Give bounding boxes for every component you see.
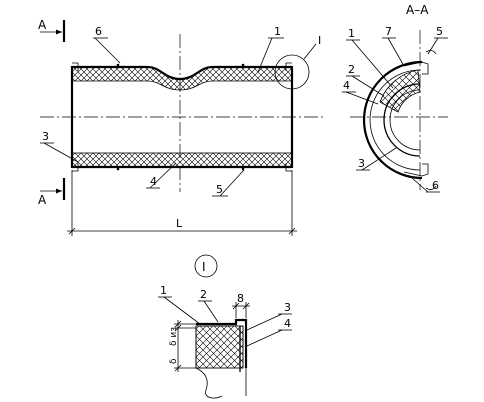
callout-section-5: 5: [436, 25, 443, 38]
flange-tab-tl: [72, 62, 79, 71]
flange-tab-br: [285, 163, 292, 172]
flange-tab-bl: [72, 163, 79, 172]
section-view: A–A 1 2 4 7 5 3: [342, 3, 448, 193]
callout-1-leader: [257, 37, 273, 73]
detail-i-ref: I: [318, 34, 321, 47]
section-clamp-top: [403, 61, 429, 75]
callout-main-1: 1: [274, 25, 281, 38]
sec-callout-7-leader: [387, 37, 405, 67]
cut-arrowhead-top: [56, 29, 62, 35]
callout-section-2: 2: [348, 63, 355, 76]
section-outer-cover: [362, 60, 423, 180]
cut-label-bottom: A: [38, 193, 47, 207]
callout-6-leader: [219, 169, 245, 197]
sec-callout-6-leader: [411, 177, 429, 193]
detail-i-circle: [274, 54, 310, 90]
dim-top-8: 8: [237, 292, 244, 305]
cut-arrowhead-bottom: [56, 188, 62, 194]
main-view: I L A A 6 1 3 4 5: [38, 18, 326, 236]
detail-insulation: [195, 325, 244, 369]
callout-main-6: 5: [216, 183, 223, 196]
dim-8-tick-left: [232, 302, 240, 310]
detail-cover-sheet: [196, 318, 248, 368]
dim-side-tick-2: [174, 324, 182, 332]
dim-side-delta: δ: [169, 358, 179, 364]
dim-8-tick-right: [242, 302, 250, 310]
section-insulation: [379, 69, 421, 113]
dim-l-tick-right: [288, 227, 296, 235]
detail-break-line: [195, 367, 223, 399]
callout-section-1: 1: [348, 27, 355, 40]
detail-view: I 8 δ из δ 1 2 3: [158, 254, 292, 399]
callout-detail-4: 4: [284, 317, 291, 330]
callout-section-7: 7: [385, 25, 392, 38]
rivet-bottom-right: [241, 167, 245, 171]
callout-section-3: 3: [358, 157, 365, 170]
sec-callout-4-leader: [345, 91, 379, 105]
detail-title: I: [202, 260, 206, 274]
callout-section-4: 4: [343, 79, 350, 92]
rivet-top-right: [241, 63, 245, 67]
callout-5-leader: [94, 37, 121, 64]
callout-detail-3: 3: [284, 301, 291, 314]
section-title: A–A: [406, 3, 429, 17]
callout-3-leader: [43, 142, 79, 163]
callout-main-3: 3: [42, 130, 49, 143]
section-clamp-bottom: [403, 163, 429, 177]
flange-tab-tr: [285, 62, 292, 71]
callout-4-leader: [149, 162, 177, 189]
callout-detail-1: 1: [160, 284, 167, 297]
detail-title-circle: [194, 254, 218, 278]
det-callout-4-leader: [246, 329, 283, 347]
section-hook-top: [425, 50, 437, 55]
dim-side-tick-1: [174, 320, 182, 328]
sec-callout-5-leader: [427, 37, 439, 55]
callout-main-4: 4: [150, 175, 157, 188]
det-callout-2-leader: [203, 300, 219, 323]
dim-side-tick-3: [174, 364, 182, 372]
rivet-bottom-left: [116, 167, 120, 171]
section-ring-inner: [383, 83, 421, 157]
section-hook-bottom: [425, 185, 437, 190]
det-callout-3-leader: [246, 313, 283, 331]
dim-l-tick-left: [68, 227, 76, 235]
section-ring-inner2: [389, 89, 421, 151]
detail-i-leader: [303, 43, 317, 60]
callout-main-5: 6: [95, 25, 102, 38]
rivet-top-left: [116, 63, 120, 67]
dim-side-delta-iz: δ из: [169, 327, 179, 346]
dim-l-label: L: [176, 217, 183, 230]
det-callout-1-leader: [163, 296, 201, 325]
sec-callout-1-leader: [351, 39, 394, 89]
callout-detail-2: 2: [200, 288, 207, 301]
bottom-insulation-layer: [71, 152, 293, 168]
sec-callout-3-leader: [361, 147, 397, 171]
section-ring-mid: [369, 69, 421, 171]
sec-callout-2-leader: [351, 75, 385, 97]
callout-section-6: 6: [432, 179, 439, 192]
cut-label-top: A: [38, 18, 47, 32]
